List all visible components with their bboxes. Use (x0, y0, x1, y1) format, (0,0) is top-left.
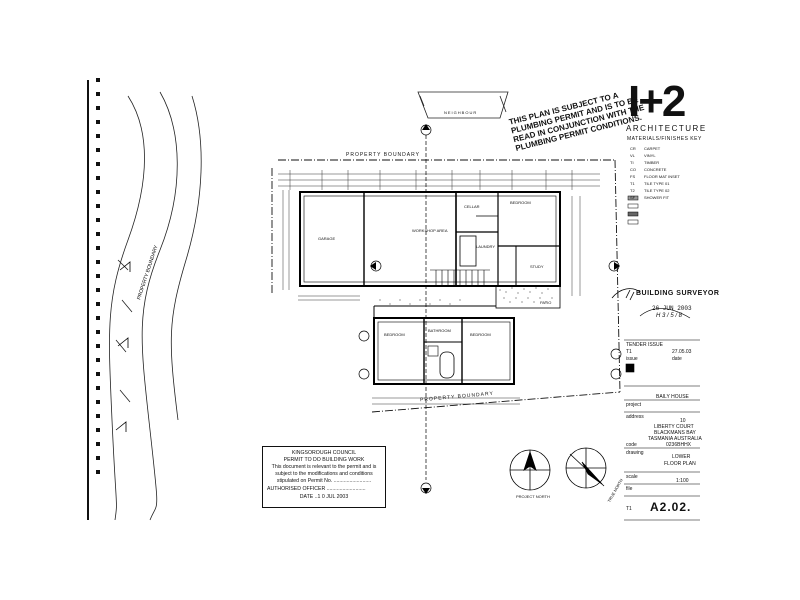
materials-key-label: TIMBER (644, 160, 660, 165)
council-stamp-line-6: AUTHORISED OFFICER .....................… (267, 486, 366, 492)
room-workshop: WORKSHOP AREA (412, 228, 448, 233)
drawing-title-1: LOWER (672, 454, 691, 460)
firm-logo: I+2 (628, 77, 686, 126)
materials-key-code: CR (630, 146, 636, 151)
tender-date: 27.05.03 (672, 349, 692, 355)
misc-marks (115, 261, 131, 432)
room-bedroom-ne: BEDROOM (510, 200, 531, 205)
materials-key-item: CR CARPET (630, 146, 660, 151)
patio-outline (495, 285, 561, 309)
materials-key-title: MATERIALS/FINISHES KEY (627, 136, 702, 142)
project-name: BAILY HOUSE (656, 394, 689, 400)
council-stamp-line-4: subject to the modifications and conditi… (275, 471, 373, 477)
materials-key-item: T2 TILE TYPE 02 (630, 188, 670, 193)
materials-key-code: SF (630, 195, 636, 200)
address-line-1: 10 (680, 418, 686, 424)
room-garage: GARAGE (318, 236, 336, 241)
council-stamp-line-7: DATE ..1 0 JUL 2003 (299, 494, 349, 500)
council-stamp-line-2: PERMIT TO DO BUILDING WORK (283, 457, 365, 463)
binding-marks (87, 78, 100, 520)
code-value: 0236BHHX (666, 442, 692, 448)
file-label: file (626, 486, 633, 492)
drawing-title-2: FLOOR PLAN (664, 461, 696, 467)
address-line-4: TASMANIA AUSTRALIA (648, 436, 702, 442)
code-label: code (626, 442, 637, 448)
scale-label: scale (626, 474, 638, 480)
materials-key-label: TILE TYPE 01 (644, 181, 670, 186)
firm-name: ARCHITECTURE (626, 124, 707, 133)
property-boundary-top-label: PROPERTY BOUNDARY (346, 152, 420, 158)
materials-key-item: T1 TILE TYPE 01 (630, 181, 670, 186)
room-laundry: LAUNDRY (476, 244, 496, 249)
neighbour-building (417, 91, 509, 119)
stairs (430, 269, 490, 287)
building-surveyor-stamp (611, 288, 691, 319)
council-permit-stamp: KINGSOROUGH COUNCIL PERMIT TO DO BUILDIN… (262, 446, 386, 508)
materials-key-label: VINYL (644, 153, 656, 158)
room-bedroom-se: BEDROOM (470, 332, 491, 337)
materials-key-label: TILE TYPE 02 (644, 188, 670, 193)
drawing-label: drawing (626, 450, 644, 456)
building-surveyor-date: 26 JUN 2003 (652, 305, 692, 312)
materials-key-code: T2 (630, 188, 635, 193)
walls-lower (373, 305, 515, 385)
room-patio: PATIO (540, 300, 552, 305)
council-stamp-line-3: This document is relevant to the permit … (271, 464, 377, 470)
room-bedroom-sw: BEDROOM (384, 332, 405, 337)
room-bathroom: BATHROOM (428, 328, 451, 333)
scale-value: 1:100 (676, 478, 689, 484)
materials-key-code: T1 (630, 181, 635, 186)
room-study: STUDY (530, 264, 544, 269)
patio-paving (379, 287, 553, 305)
materials-key-item: CO CONCRETE (630, 167, 666, 172)
road-curves (109, 91, 202, 521)
date-label: date (672, 356, 682, 362)
materials-key-label: CONCRETE (644, 167, 667, 172)
council-stamp-line-1: KINGSOROUGH COUNCIL (291, 450, 357, 456)
address-line-2: LIBERTY COURT (654, 424, 694, 430)
materials-key-code: VL (630, 153, 635, 158)
tender-issue-label: TENDER ISSUE (626, 342, 663, 348)
room-cellar: CELLAR (464, 204, 480, 209)
dimension-lines (278, 170, 600, 405)
road-label: PROPERTY BOUNDARY (136, 244, 160, 301)
section-marker-arrows (370, 124, 620, 494)
project-label: project (626, 402, 642, 408)
materials-key-item: TI TIMBER (630, 160, 659, 165)
key-swatches (627, 195, 639, 225)
project-north-label: PROJECT NORTH (516, 494, 550, 499)
materials-key-label: SHOWER FIT (644, 195, 670, 200)
issue-label: issue (626, 356, 638, 362)
materials-key-code: TI (630, 160, 634, 165)
materials-key-code: CO (630, 167, 636, 172)
sheet-rev: T1 (626, 506, 632, 512)
tender-rev: T1 (626, 349, 632, 355)
title-block-frame (624, 339, 700, 521)
walls-upper (299, 191, 561, 287)
council-stamp-line-5: stipulated on Permit No. ...............… (276, 478, 372, 484)
materials-key-code: FS (630, 174, 636, 179)
materials-key-label: CARPET (644, 146, 661, 151)
property-boundary-lines (271, 159, 621, 413)
neighbour-label: NEIGHBOUR (444, 110, 478, 115)
materials-key-item: VL VINYL (630, 153, 656, 158)
address-label: address (626, 414, 644, 420)
materials-key-item: FS FLOOR MAT INSET (630, 174, 680, 179)
building-surveyor-label: BUILDING SURVEYOR (636, 290, 720, 297)
north-arrows (509, 447, 607, 491)
materials-key-item: SF SHOWER FIT (630, 195, 669, 200)
address-line-3: BLACKMANS BAY (654, 430, 696, 436)
sheet-number: A2.02. (650, 500, 692, 514)
building-surveyor-signature: H 3 / 5 / 8 (656, 313, 683, 319)
materials-key-label: FLOOR MAT INSET (644, 174, 680, 179)
